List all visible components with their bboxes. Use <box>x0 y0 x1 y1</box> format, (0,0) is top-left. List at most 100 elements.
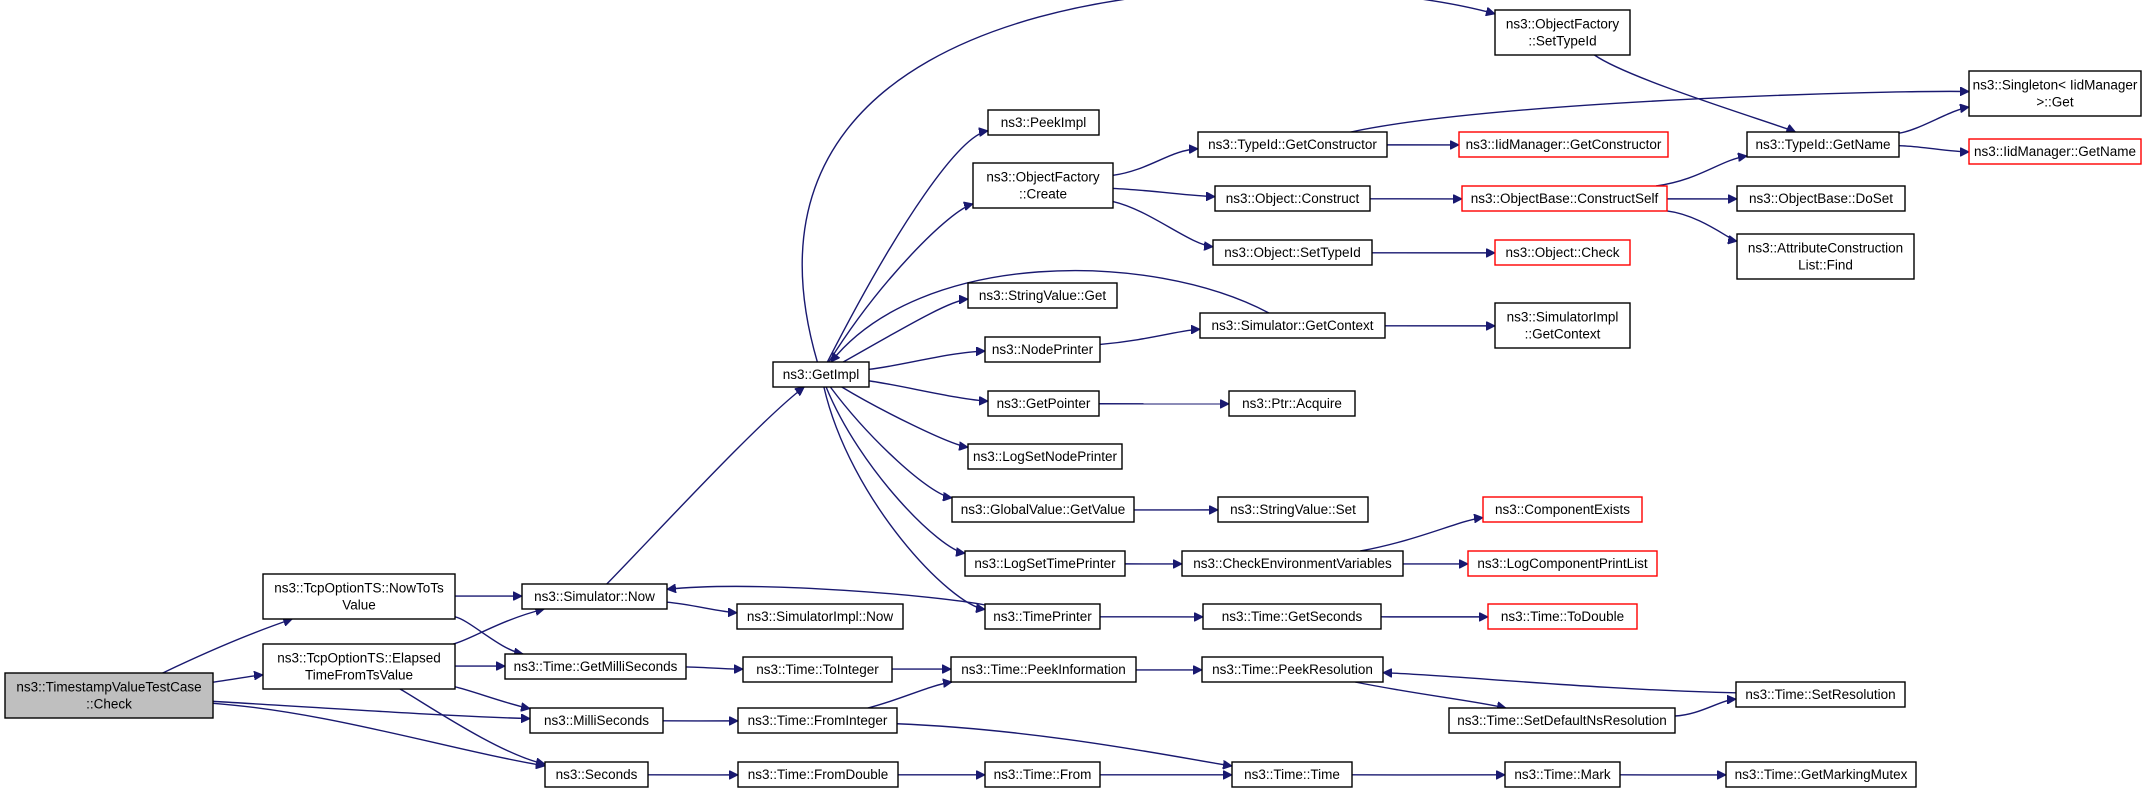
node-peekres[interactable]: ns3::Time::PeekResolution <box>1201 656 1384 683</box>
node-box-simimplnow[interactable] <box>736 603 904 630</box>
node-box-getmilli[interactable] <box>504 653 687 680</box>
node-box-timeprinter[interactable] <box>984 603 1101 630</box>
node-peekimpl[interactable]: ns3::PeekImpl <box>987 109 1100 136</box>
node-ofcreate[interactable]: ns3::ObjectFactory::Create <box>972 162 1114 209</box>
node-box-objconstruct[interactable] <box>1214 185 1371 212</box>
node-box-iidgetname[interactable] <box>1968 138 2142 165</box>
node-singletonget[interactable]: ns3::Singleton< IidManager >::Get <box>1968 70 2142 117</box>
node-svget[interactable]: ns3::StringValue::Get <box>967 282 1118 309</box>
node-box-getpointer[interactable] <box>987 390 1100 417</box>
node-box-ofsettypeid[interactable] <box>1494 9 1631 56</box>
node-box-logsettimeprinter[interactable] <box>964 550 1126 577</box>
node-box-singletonget[interactable] <box>1968 70 2142 117</box>
node-getimpl[interactable]: ns3::GetImpl <box>772 361 870 388</box>
node-box-svget[interactable] <box>967 282 1118 309</box>
node-ofsettypeid[interactable]: ns3::ObjectFactory::SetTypeId <box>1494 9 1631 56</box>
node-simimplgetctx[interactable]: ns3::SimulatorImpl::GetContext <box>1494 302 1631 349</box>
node-iidgetname[interactable]: ns3::IidManager::GetName <box>1968 138 2142 165</box>
node-tointeger[interactable]: ns3::Time::ToInteger <box>742 656 893 683</box>
node-box-timefrom[interactable] <box>984 761 1101 788</box>
node-checkenv[interactable]: ns3::CheckEnvironmentVariables <box>1181 550 1404 577</box>
node-ptracquire[interactable]: ns3::Ptr::Acquire <box>1228 390 1356 417</box>
node-objsettypeid[interactable]: ns3::Object::SetTypeId <box>1212 239 1373 266</box>
node-box-checkenv[interactable] <box>1181 550 1404 577</box>
node-frominteger[interactable]: ns3::Time::FromInteger <box>737 707 898 734</box>
node-box-tidgetctor[interactable] <box>1197 131 1388 158</box>
node-objconstruct[interactable]: ns3::Object::Construct <box>1214 185 1371 212</box>
node-milliseconds[interactable]: ns3::MilliSeconds <box>529 707 664 734</box>
node-box-peekres[interactable] <box>1201 656 1384 683</box>
node-box-getimpl[interactable] <box>772 361 870 388</box>
node-box-tidgetname[interactable] <box>1746 131 1900 158</box>
node-box-svset[interactable] <box>1217 496 1369 523</box>
node-box-getseconds[interactable] <box>1202 603 1382 630</box>
node-box-todouble[interactable] <box>1487 603 1638 630</box>
node-tidgetctor[interactable]: ns3::TypeId::GetConstructor <box>1197 131 1388 158</box>
node-box-simgetctx[interactable] <box>1199 312 1386 339</box>
node-box-obconstructself[interactable] <box>1461 185 1668 212</box>
node-box-objcheck[interactable] <box>1494 239 1631 266</box>
node-box-nowtots[interactable] <box>262 573 456 620</box>
node-setres[interactable]: ns3::Time::SetResolution <box>1735 681 1906 708</box>
node-getmilli[interactable]: ns3::Time::GetMilliSeconds <box>504 653 687 680</box>
node-gvgetvalue[interactable]: ns3::GlobalValue::GetValue <box>951 496 1135 523</box>
node-box-objsettypeid[interactable] <box>1212 239 1373 266</box>
node-svset[interactable]: ns3::StringValue::Set <box>1217 496 1369 523</box>
node-box-simnow[interactable] <box>521 583 668 610</box>
node-fromdouble[interactable]: ns3::Time::FromDouble <box>737 761 899 788</box>
node-getmarkingmutex[interactable]: ns3::Time::GetMarkingMutex <box>1725 761 1917 788</box>
node-box-timetime[interactable] <box>1231 761 1353 788</box>
node-compexists[interactable]: ns3::ComponentExists <box>1482 496 1643 523</box>
node-todouble[interactable]: ns3::Time::ToDouble <box>1487 603 1638 630</box>
node-box-peekimpl[interactable] <box>987 109 1100 136</box>
node-box-obdoset[interactable] <box>1736 185 1906 212</box>
node-iidgetctor[interactable]: ns3::IidManager::GetConstructor <box>1458 131 1669 158</box>
node-simimplnow[interactable]: ns3::SimulatorImpl::Now <box>736 603 904 630</box>
node-logcompprint[interactable]: ns3::LogComponentPrintList <box>1467 550 1658 577</box>
node-simnow[interactable]: ns3::Simulator::Now <box>521 583 668 610</box>
node-timetime[interactable]: ns3::Time::Time <box>1231 761 1353 788</box>
node-box-logcompprint[interactable] <box>1467 550 1658 577</box>
node-box-simimplgetctx[interactable] <box>1494 302 1631 349</box>
node-box-elapsed[interactable] <box>262 643 456 690</box>
node-logsetnodeprinter[interactable]: ns3::LogSetNodePrinter <box>967 443 1123 470</box>
node-logsettimeprinter[interactable]: ns3::LogSetTimePrinter <box>964 550 1126 577</box>
node-seconds[interactable]: ns3::Seconds <box>544 761 649 788</box>
node-obconstructself[interactable]: ns3::ObjectBase::ConstructSelf <box>1461 185 1668 212</box>
node-root[interactable]: ns3::TimestampValueTestCase::Check <box>4 672 214 719</box>
node-box-timemark[interactable] <box>1504 761 1621 788</box>
node-setdefaultns[interactable]: ns3::Time::SetDefaultNsResolution <box>1448 707 1676 734</box>
node-box-frominteger[interactable] <box>737 707 898 734</box>
node-simgetctx[interactable]: ns3::Simulator::GetContext <box>1199 312 1386 339</box>
node-box-setdefaultns[interactable] <box>1448 707 1676 734</box>
node-box-logsetnodeprinter[interactable] <box>967 443 1123 470</box>
node-box-seconds[interactable] <box>544 761 649 788</box>
node-peekinfo[interactable]: ns3::Time::PeekInformation <box>950 656 1137 683</box>
node-box-getmarkingmutex[interactable] <box>1725 761 1917 788</box>
node-objcheck[interactable]: ns3::Object::Check <box>1494 239 1631 266</box>
node-box-setres[interactable] <box>1735 681 1906 708</box>
node-box-tointeger[interactable] <box>742 656 893 683</box>
node-box-compexists[interactable] <box>1482 496 1643 523</box>
node-timefrom[interactable]: ns3::Time::From <box>984 761 1101 788</box>
node-box-milliseconds[interactable] <box>529 707 664 734</box>
node-box-gvgetvalue[interactable] <box>951 496 1135 523</box>
node-obdoset[interactable]: ns3::ObjectBase::DoSet <box>1736 185 1906 212</box>
node-box-fromdouble[interactable] <box>737 761 899 788</box>
node-box-iidgetctor[interactable] <box>1458 131 1669 158</box>
node-getpointer[interactable]: ns3::GetPointer <box>987 390 1100 417</box>
node-timemark[interactable]: ns3::Time::Mark <box>1504 761 1621 788</box>
node-box-ofcreate[interactable] <box>972 162 1114 209</box>
node-box-root[interactable] <box>4 672 214 719</box>
node-box-ptracquire[interactable] <box>1228 390 1356 417</box>
node-box-attrconstr[interactable] <box>1736 233 1915 280</box>
node-tidgetname[interactable]: ns3::TypeId::GetName <box>1746 131 1900 158</box>
node-box-nodeprinter[interactable] <box>984 336 1101 363</box>
node-nodeprinter[interactable]: ns3::NodePrinter <box>984 336 1101 363</box>
node-timeprinter[interactable]: ns3::TimePrinter <box>984 603 1101 630</box>
node-getseconds[interactable]: ns3::Time::GetSeconds <box>1202 603 1382 630</box>
node-box-peekinfo[interactable] <box>950 656 1137 683</box>
